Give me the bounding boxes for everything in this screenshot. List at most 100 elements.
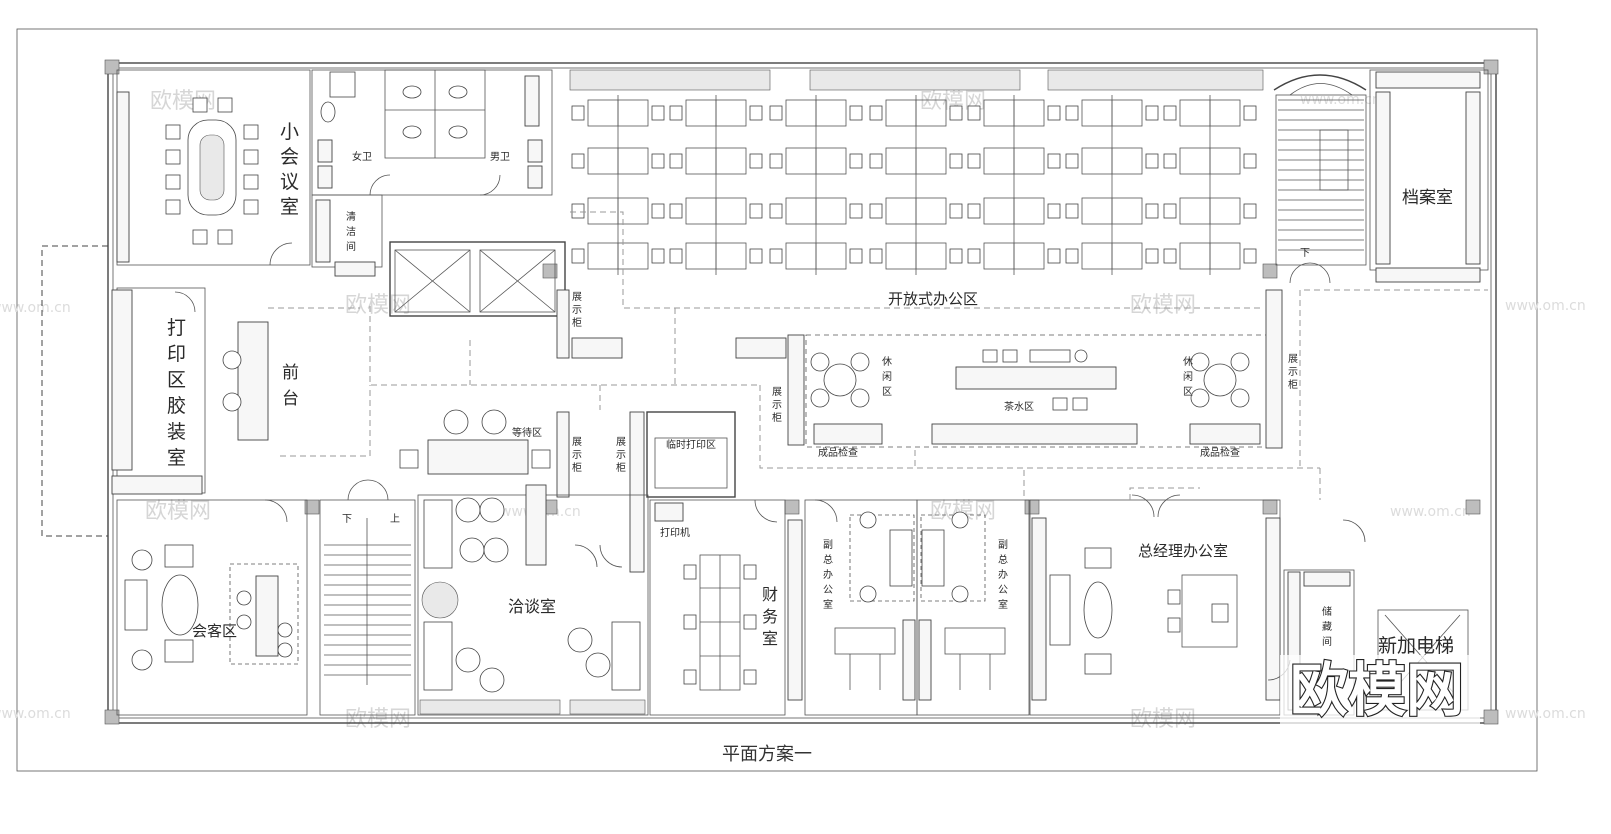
- temp-print-area: 临时打印区: [646, 411, 736, 498]
- display-cabinets: 展 示 柜 展 示 柜 展 示 柜 展 示 柜 展 示 柜: [556, 289, 1298, 573]
- room-label-finance-3: 室: [762, 629, 778, 648]
- watermark-text: 欧模网: [145, 499, 211, 524]
- label-leisure-a2: 闲: [882, 370, 892, 383]
- room-label-print-5: 装: [167, 421, 186, 443]
- label-leisure-b1: 休: [1183, 356, 1193, 368]
- circulation-paths: [268, 211, 1488, 500]
- label-vp-a1: 副: [823, 539, 833, 551]
- label-display-4a: 展: [772, 386, 782, 398]
- facade-planters: [419, 69, 1264, 715]
- room-label-finance-2: 务: [762, 607, 778, 626]
- watermark-text: 欧模网: [345, 707, 411, 732]
- room-label-cleaning-3: 间: [346, 240, 356, 253]
- room-label-temp-print: 临时打印区: [666, 438, 716, 451]
- negotiation-room: 洽谈室: [417, 484, 649, 716]
- stair-label-down: 下: [342, 514, 352, 525]
- watermark-text: 欧模网: [345, 293, 411, 318]
- workstation-cluster: [769, 147, 863, 175]
- label-leisure-a3: 区: [882, 386, 892, 398]
- watermark-logo: 欧模网: [1290, 656, 1464, 724]
- room-label-small-meeting-2: 会: [280, 146, 299, 168]
- label-display-5c: 柜: [1288, 378, 1298, 391]
- room-label-print-2: 印: [167, 343, 186, 365]
- room-label-print-3: 区: [167, 369, 186, 391]
- label-display-1a: 展: [572, 291, 582, 303]
- label-leisure-a1: 休: [882, 356, 892, 368]
- stair-label-down-top: 下: [1300, 248, 1310, 259]
- small-meeting-room: 小 会 议 室: [116, 69, 311, 266]
- label-storage-2: 藏: [1322, 621, 1332, 633]
- room-label-guest: 会客区: [192, 622, 237, 640]
- drawing-title: 平面方案一: [722, 744, 812, 765]
- label-leisure-b2: 闲: [1183, 370, 1193, 383]
- room-label-small-meeting-3: 议: [280, 171, 299, 193]
- room-label-cleaning-1: 清: [346, 210, 356, 223]
- room-label-negotiation: 洽谈室: [508, 597, 556, 616]
- room-label-print-4: 胶: [167, 395, 186, 417]
- finance-room: 打印机 财 务 室: [649, 499, 803, 716]
- label-display-3b: 示: [616, 450, 626, 461]
- label-product-b: 成品检查: [1200, 446, 1240, 459]
- label-vp-b1: 副: [998, 539, 1008, 551]
- gm-office: 总经理办公室: [1029, 499, 1281, 716]
- label-storage-1: 储: [1322, 605, 1332, 618]
- workstation-cluster: [769, 242, 863, 270]
- label-vp-a2: 总: [823, 553, 833, 566]
- label-vp-b4: 公: [998, 585, 1008, 596]
- workstation-cluster: [1065, 147, 1159, 175]
- room-label-waiting: 等待区: [512, 426, 542, 439]
- label-display-2b: 示: [572, 450, 582, 461]
- label-storage-3: 间: [1322, 635, 1332, 648]
- room-label-finance-1: 财: [762, 585, 778, 604]
- watermark-url: www.om.cn: [1505, 298, 1586, 314]
- restrooms: 女卫 男卫: [311, 69, 553, 196]
- waiting-area: 等待区: [399, 409, 551, 475]
- stair-top-right: 下: [1275, 94, 1367, 284]
- label-vp-a4: 公: [823, 585, 833, 596]
- logo-backdrop: [1280, 655, 1480, 725]
- label-display-1c: 柜: [572, 316, 582, 329]
- label-display-3c: 柜: [616, 461, 626, 474]
- archive-room: 档案室: [1369, 69, 1489, 283]
- label-product-a: 成品检查: [818, 446, 858, 459]
- structural-columns: [104, 59, 1499, 725]
- label-leisure-b3: 区: [1183, 386, 1193, 398]
- watermark-text: 欧模网: [1130, 293, 1196, 318]
- label-display-5a: 展: [1288, 353, 1298, 365]
- label-display-2c: 柜: [572, 461, 582, 474]
- watermark-url: www.om.cn: [0, 706, 71, 722]
- open-office-workstations: [571, 95, 1257, 275]
- label-vp-b2: 总: [998, 553, 1008, 566]
- room-label-reception-2: 台: [282, 389, 299, 409]
- room-label-archive: 档案室: [1402, 188, 1453, 208]
- room-label-new-elevator: 新加电梯: [1378, 635, 1454, 657]
- leisure-tea-area: 休 闲 区 休 闲 区 茶水区 成品检查 成品检查: [805, 334, 1267, 459]
- label-vp-a3: 办: [823, 568, 833, 581]
- stair-label-up: 上: [390, 513, 400, 525]
- vp-offices: 副 总 办 公 室 副 总 办 公 室: [804, 499, 1030, 716]
- room-label-print-1: 打: [167, 317, 186, 339]
- watermark-url: www.om.cn: [1505, 706, 1586, 722]
- cleaning-room: 清 洁 间: [311, 194, 383, 277]
- room-label-gm: 总经理办公室: [1138, 542, 1228, 560]
- label-vp-a5: 室: [823, 598, 833, 611]
- label-vp-b3: 办: [998, 568, 1008, 581]
- label-display-3a: 展: [616, 436, 626, 448]
- stair-bottom: 下 上: [319, 479, 416, 716]
- watermark-group: 欧模网 欧模网 欧模网 欧模网 欧模网 欧模网 欧模网 欧模网 www.om.c…: [0, 89, 1586, 732]
- room-label-small-meeting-4: 室: [280, 196, 299, 218]
- room-label-cleaning-2: 洁: [346, 225, 356, 238]
- label-display-4c: 柜: [772, 411, 782, 424]
- label-display-2a: 展: [572, 436, 582, 448]
- room-label-open-office: 开放式办公区: [888, 290, 978, 308]
- label-printer: 打印机: [660, 526, 690, 539]
- elevator-core: [389, 241, 566, 317]
- watermark-text: 欧模网: [1130, 707, 1196, 732]
- label-display-1b: 示: [572, 305, 582, 316]
- watermark-url: www.om.cn: [1390, 504, 1471, 520]
- watermark-url: www.om.cn: [0, 300, 71, 316]
- label-display-4b: 示: [772, 400, 782, 411]
- label-vp-b5: 室: [998, 598, 1008, 611]
- workstation-cluster: [967, 197, 1061, 225]
